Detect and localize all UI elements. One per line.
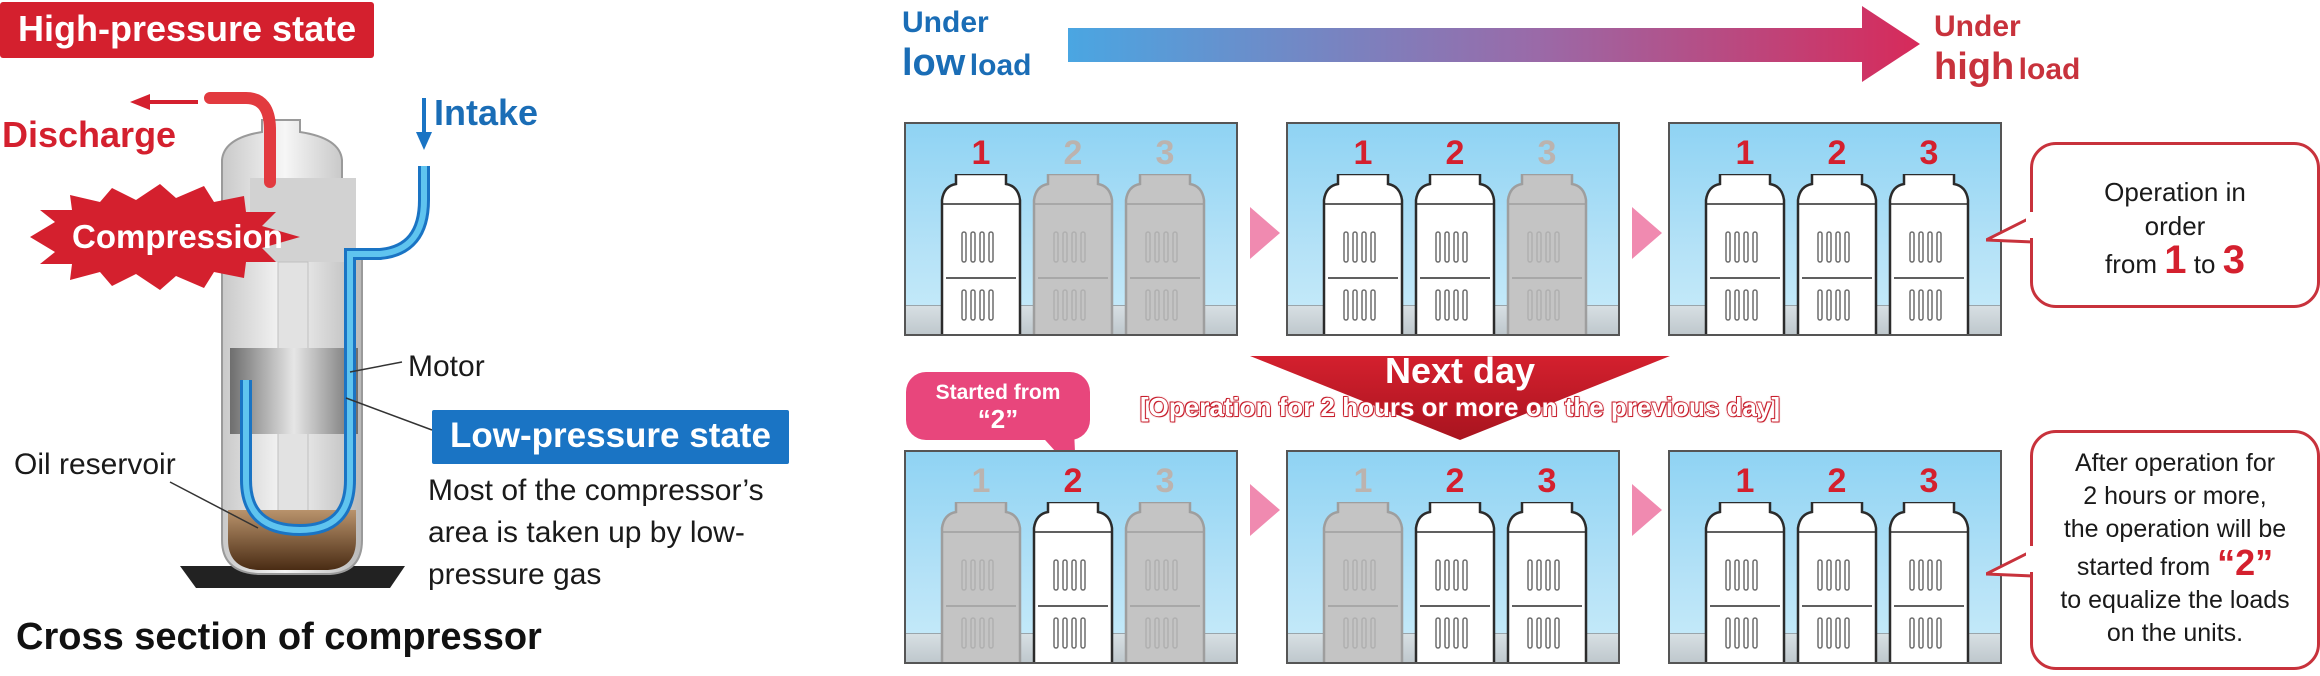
callout-2-tail-cover — [2026, 546, 2036, 572]
row1-next-arrow-2 — [1632, 207, 1662, 259]
callout-2-line2: 2 hours or more, — [2083, 482, 2267, 510]
under-high-text: Under — [1934, 10, 2021, 43]
under-low-text: Under — [902, 6, 989, 39]
unit-number: 1 — [1735, 134, 1755, 172]
callout-start-from-2: After operation for 2 hours or more, the… — [2030, 430, 2320, 670]
callout-2-line4a: started from — [2076, 553, 2211, 581]
row1-panel-2: 1 2 3 — [1286, 122, 1620, 336]
unit-number: 2 — [1063, 462, 1083, 500]
unit-number: 1 — [1353, 462, 1373, 500]
callout-2-tail — [1986, 548, 2034, 578]
callout-2-line3: the operation will be — [2063, 515, 2287, 543]
diagram-caption: Cross section of compressor — [16, 616, 542, 658]
compressor-unit-idle — [938, 500, 1024, 662]
unit-number: 3 — [1919, 134, 1939, 172]
motor-leader-line — [349, 361, 403, 373]
compressor-unit-active — [1702, 172, 1788, 334]
low-load-label: Under low load — [902, 6, 1032, 84]
row2-next-arrow-2 — [1632, 484, 1662, 536]
callout-2-line4b: “2” — [2217, 542, 2274, 583]
compressor-unit-active — [1702, 500, 1788, 662]
compressor-unit-idle — [1122, 172, 1208, 334]
load-left-text: load — [969, 49, 1032, 82]
callout-1-tail-cover — [2026, 212, 2036, 238]
motor-label: Motor — [408, 350, 485, 383]
intake-label: Intake — [434, 92, 539, 133]
unit-number: 2 — [1827, 134, 1847, 172]
unit-number: 2 — [1063, 134, 1083, 172]
compression-burst — [30, 184, 300, 290]
callout-1-line1: Operation in — [2104, 177, 2246, 207]
discharge-arrow-icon — [130, 94, 150, 110]
compressor-unit-active — [1794, 172, 1880, 334]
callout-1-line2: order — [2144, 211, 2206, 241]
row1-panel-1: 1 2 3 — [904, 122, 1238, 336]
unit-number: 2 — [1445, 134, 1465, 172]
compressor-unit-active — [1412, 500, 1498, 662]
row2-next-arrow-1 — [1250, 484, 1280, 536]
callout-1-tail — [1986, 214, 2034, 244]
compressor-unit-active — [1886, 172, 1972, 334]
high-text: high — [1934, 46, 2015, 88]
started-bubble-line2: “2” — [977, 404, 1019, 434]
unit-number: 3 — [1537, 134, 1557, 172]
load-gradient-arrow — [1068, 6, 1920, 82]
callout-1-n1: 1 — [2164, 238, 2187, 282]
compressor-unit-active — [1886, 500, 1972, 662]
compressor-unit-active — [1412, 172, 1498, 334]
next-day-arrow — [1250, 356, 1670, 440]
unit-number: 3 — [1155, 462, 1175, 500]
unit-number: 3 — [1537, 462, 1557, 500]
unit-number: 3 — [1919, 462, 1939, 500]
callout-2-line6: on the units. — [2106, 619, 2244, 647]
compressor-diagram — [30, 92, 433, 588]
next-day-title: Next day — [1384, 350, 1536, 391]
low-pressure-badge: Low-pressure state — [432, 410, 789, 464]
callout-operation-order: Operation in order from 1 to 3 — [2030, 142, 2320, 308]
row1-next-arrow-1 — [1250, 207, 1280, 259]
oil-leader-line — [169, 481, 259, 529]
compressor-unit-active — [1030, 500, 1116, 662]
compressor-unit-idle — [1122, 500, 1208, 662]
compressor-unit-idle — [1320, 500, 1406, 662]
unit-number: 1 — [971, 462, 991, 500]
row2-panel-1: 1 2 3 — [904, 450, 1238, 664]
compressor-unit-active — [1320, 172, 1406, 334]
load-right-text: load — [2018, 53, 2081, 86]
row2-panel-3: 1 2 3 — [1668, 450, 2002, 664]
compressor-unit-active — [938, 172, 1024, 334]
compressor-unit-idle — [1504, 172, 1590, 334]
unit-number: 1 — [971, 134, 991, 172]
compressor-base — [180, 566, 405, 588]
started-from-bubble: Started from “2” — [906, 372, 1090, 440]
high-load-label: Under high load — [1934, 10, 2081, 88]
discharge-label: Discharge — [2, 114, 177, 155]
unit-number: 1 — [1353, 134, 1373, 172]
started-bubble-line1: Started from — [935, 381, 1061, 404]
callout-2-line1: After operation for — [2074, 449, 2276, 477]
unit-number: 2 — [1445, 462, 1465, 500]
low-pressure-description: Most of the compressor’s area is taken u… — [428, 474, 764, 591]
compressor-unit-idle — [1030, 172, 1116, 334]
next-day-subtitle: [Operation for 2 hours or more on the pr… — [1139, 391, 1780, 423]
unit-number: 3 — [1155, 134, 1175, 172]
callout-1-from: from — [2105, 249, 2158, 279]
row1-panel-3: 1 2 3 — [1668, 122, 2002, 336]
low-text: low — [902, 42, 966, 84]
row2-panel-2: 1 2 3 — [1286, 450, 1620, 664]
compressor-unit-active — [1504, 500, 1590, 662]
callout-2-line5: to equalize the loads — [2060, 586, 2290, 614]
unit-number: 1 — [1735, 462, 1755, 500]
compressor-unit-active — [1794, 500, 1880, 662]
low-pressure-leader-line — [345, 397, 433, 431]
callout-1-n3: 3 — [2222, 238, 2245, 282]
callout-1-to: to — [2193, 249, 2216, 279]
discharge-pipe — [204, 92, 276, 188]
high-pressure-badge: High-pressure state — [0, 2, 375, 58]
oil-reservoir-label: Oil reservoir — [14, 448, 176, 481]
unit-number: 2 — [1827, 462, 1847, 500]
compression-label: Compression — [72, 218, 283, 255]
